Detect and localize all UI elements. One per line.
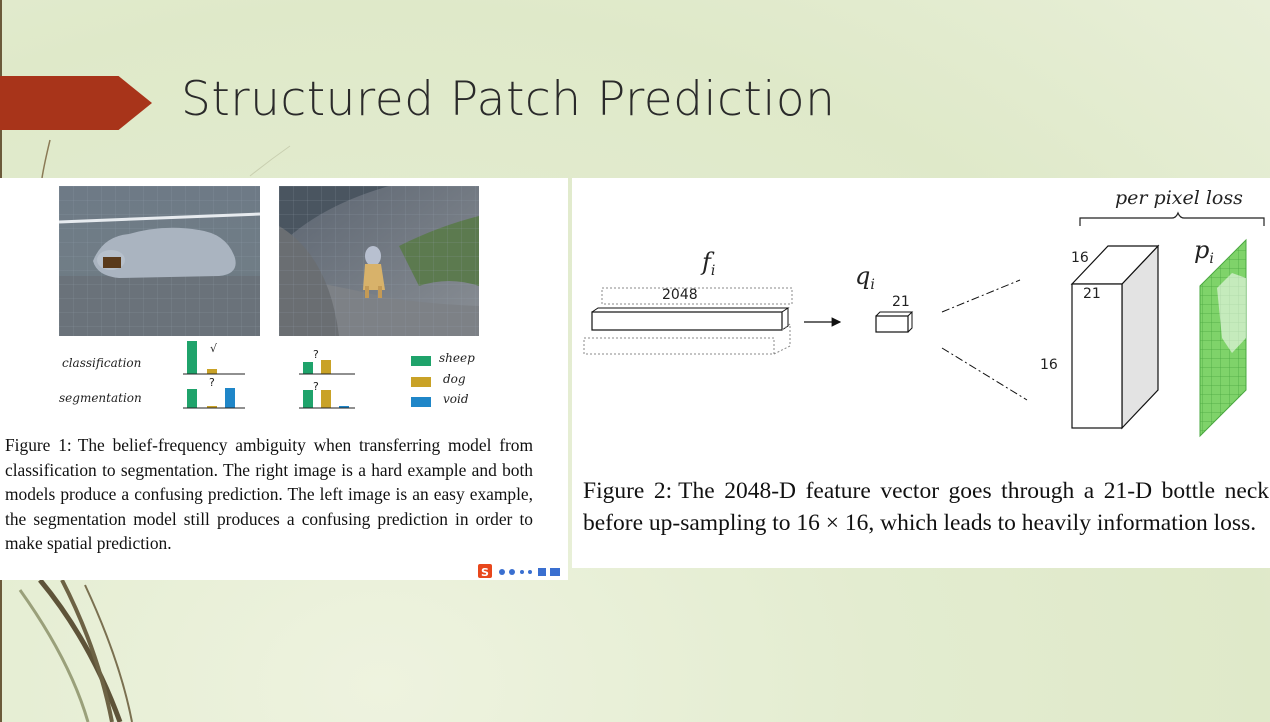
classification-row-label: classification <box>62 356 141 370</box>
ime-toolbar[interactable]: S <box>478 564 566 580</box>
legend-swatch-void <box>411 397 431 407</box>
projection-line-top <box>942 280 1020 312</box>
left-segmentation-void-bar <box>225 388 235 408</box>
figure-1-caption: Figure 1:The belief-frequency ambiguity … <box>5 433 533 556</box>
legend-swatch-dog <box>411 377 431 387</box>
right-classification-sheep-bar <box>303 362 313 374</box>
legend-label-dog: dog <box>443 372 466 386</box>
check-mark: √ <box>210 342 218 355</box>
f-i-symbol: fi <box>700 248 715 279</box>
segmentation-row-label: segmentation <box>59 391 142 405</box>
right-segmentation-dog-bar <box>321 390 331 408</box>
bottleneck-box <box>876 312 912 332</box>
svg-text:S: S <box>481 566 489 579</box>
slide-title: Structured Patch Prediction <box>181 72 835 127</box>
right-segmentation-sheep-bar <box>303 390 313 408</box>
figure-1-caption-text: The belief-frequency ambiguity when tran… <box>5 435 533 553</box>
figure-2-panel: per pixel loss fi 2048 qi 21 <box>572 178 1270 568</box>
question-mark: ? <box>313 348 319 361</box>
q-i-symbol: qi <box>855 262 875 293</box>
legend-label-sheep: sheep <box>439 351 475 365</box>
figure-1-caption-label: Figure 1: <box>5 435 72 455</box>
dog-photo <box>279 186 479 336</box>
figure-2-caption-label: Figure 2: <box>583 478 672 504</box>
prediction-bars: √ ? ? ? <box>175 338 375 410</box>
figure-2-diagram: per pixel loss fi 2048 qi 21 <box>572 178 1270 448</box>
dim-2048-label: 2048 <box>662 287 698 303</box>
left-classification-sheep-bar <box>187 341 197 374</box>
left-segmentation-sheep-bar <box>187 389 197 408</box>
sheep-photo <box>59 186 260 336</box>
p-i-symbol: pi <box>1194 236 1214 267</box>
cube-16-top-label: 16 <box>1071 250 1089 266</box>
question-mark: ? <box>313 380 319 393</box>
projection-line-bottom <box>942 348 1027 400</box>
question-mark: ? <box>209 376 215 389</box>
cube-16-side-label: 16 <box>1040 357 1058 373</box>
right-classification-dog-bar <box>321 360 331 374</box>
legend-swatch-sheep <box>411 356 431 366</box>
per-pixel-loss-brace <box>1080 213 1264 226</box>
cube-21-label: 21 <box>1083 286 1101 302</box>
figure-2-caption-text: The 2048-D feature vector goes through a… <box>583 478 1269 536</box>
figure-1-panel: classification segmentation √ ? ? ? shee… <box>0 178 568 580</box>
legend-label-void: void <box>443 392 469 406</box>
upsampled-cube <box>1072 246 1158 428</box>
per-pixel-loss-label: per pixel loss <box>1115 187 1243 209</box>
left-classification-dog-bar <box>207 369 217 374</box>
dim-21-label: 21 <box>892 294 910 310</box>
figure-2-caption: Figure 2:The 2048-D feature vector goes … <box>583 476 1269 539</box>
